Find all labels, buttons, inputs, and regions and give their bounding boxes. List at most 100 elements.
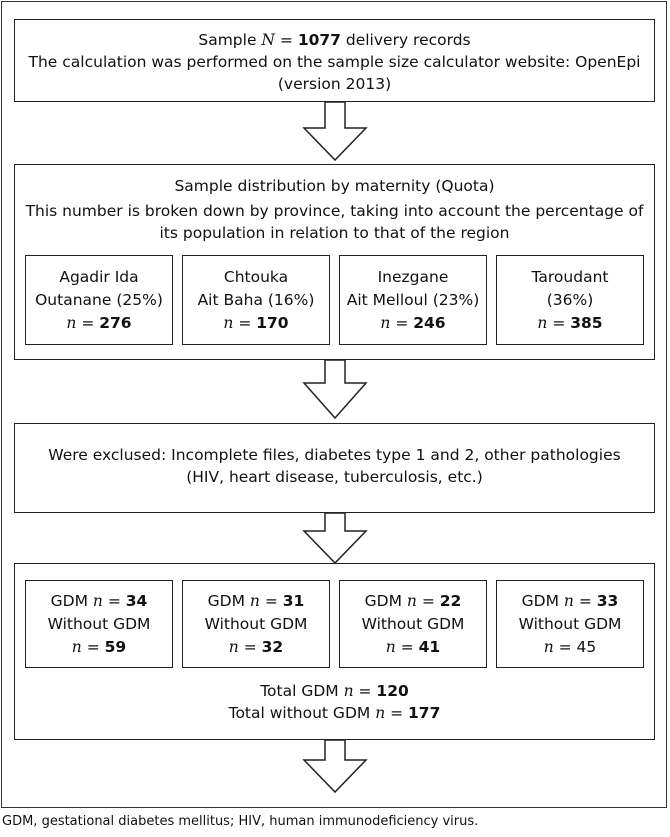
- sample-prefix: Sample: [198, 31, 262, 49]
- eq: =: [416, 591, 440, 610]
- eq: =: [233, 313, 257, 332]
- eq: =: [259, 591, 283, 610]
- n-value: 22: [439, 591, 462, 610]
- without-gdm-n: n = 45: [497, 636, 643, 659]
- label: GDM: [364, 591, 407, 610]
- without-gdm-n: n = 41: [340, 636, 486, 659]
- n-symbol: n: [228, 637, 239, 656]
- without-gdm-label: Without GDM: [47, 614, 151, 633]
- n-value: 34: [125, 591, 148, 610]
- eq: =: [547, 313, 571, 332]
- province-name-line: Chtouka: [223, 267, 289, 286]
- gdm-line: GDM n = 33: [497, 590, 643, 613]
- sample-eq: =: [274, 31, 298, 49]
- n-value: 45: [576, 637, 597, 656]
- province-n: n = 385: [497, 312, 643, 335]
- eq: =: [390, 313, 414, 332]
- n-symbol: n: [385, 637, 396, 656]
- eq: =: [353, 682, 377, 700]
- n-value: 276: [99, 313, 132, 332]
- n-symbol: n: [249, 591, 260, 610]
- n-value: 31: [282, 591, 305, 610]
- province-name-line: Ait Baha (16%): [197, 290, 315, 309]
- province-name-line: Taroudant: [531, 267, 609, 286]
- without-gdm-label: Without GDM: [361, 614, 465, 633]
- eq: =: [81, 637, 105, 656]
- sample-value: 1077: [297, 31, 341, 49]
- total-without-line: Total without GDM n = 177: [14, 702, 655, 724]
- down-arrow-1: [302, 101, 368, 162]
- n-symbol: n: [537, 313, 548, 332]
- total-without-label: Total without GDM: [228, 704, 376, 722]
- n-value: 41: [418, 637, 441, 656]
- n-value: 33: [596, 591, 619, 610]
- province-name-line: Inezgane: [377, 267, 449, 286]
- calculation-line: The calculation was performed on the sam…: [28, 53, 641, 71]
- n-symbol: n: [71, 637, 82, 656]
- total-gdm-line: Total GDM n = 120: [14, 680, 655, 702]
- province-name-line: Agadir Ida: [59, 267, 139, 286]
- eq: =: [553, 637, 577, 656]
- without-gdm-label: Without GDM: [518, 614, 622, 633]
- figure-frame: [1, 1, 667, 808]
- down-arrow-3: [302, 512, 368, 565]
- n-symbol: n: [375, 704, 386, 722]
- total-gdm-label: Total GDM: [260, 682, 344, 700]
- total-gdm-value: 120: [376, 682, 409, 700]
- eq: =: [395, 637, 419, 656]
- gdm-line: GDM n = 34: [26, 590, 172, 613]
- n-symbol: n: [406, 591, 417, 610]
- distribution-line2: This number is broken down by province, …: [25, 202, 644, 220]
- n-symbol: n: [92, 591, 103, 610]
- n-symbol: n: [543, 637, 554, 656]
- province-n: n = 170: [183, 312, 329, 335]
- province-n: n = 246: [340, 312, 486, 335]
- province-name-line: (36%): [546, 290, 594, 309]
- province-name-line: Ait Melloul (23%): [346, 290, 480, 309]
- exclusion-line2: (HIV, heart disease, tuberculosis, etc.): [186, 468, 483, 486]
- label: GDM: [521, 591, 564, 610]
- province-n: n = 276: [26, 312, 172, 335]
- sample-size-box: Sample N = 1077 delivery records The cal…: [14, 19, 655, 102]
- label: GDM: [50, 591, 93, 610]
- without-gdm-label: Without GDM: [204, 614, 308, 633]
- gdm-line: GDM n = 22: [340, 590, 486, 613]
- without-gdm-n: n = 32: [183, 636, 329, 659]
- exclusion-line1: Were exclused: Incomplete files, diabete…: [48, 446, 621, 464]
- n-symbol: n: [563, 591, 574, 610]
- province-box: Taroudant (36%) n = 385: [496, 255, 644, 345]
- label: GDM: [207, 591, 250, 610]
- n-symbol: n: [66, 313, 77, 332]
- version-line: (version 2013): [277, 75, 392, 93]
- eq: =: [385, 704, 409, 722]
- n-value: 59: [104, 637, 127, 656]
- eq: =: [76, 313, 100, 332]
- n-value: 170: [256, 313, 289, 332]
- n-symbol: n: [343, 682, 354, 700]
- n-value: 246: [413, 313, 446, 332]
- eq: =: [238, 637, 262, 656]
- down-arrow-4: [302, 739, 368, 794]
- without-gdm-n: n = 59: [26, 636, 172, 659]
- gdm-line: GDM n = 31: [183, 590, 329, 613]
- exclusion-box: Were exclused: Incomplete files, diabete…: [14, 423, 655, 513]
- down-arrow-2: [302, 359, 368, 420]
- sample-suffix: delivery records: [340, 31, 471, 49]
- eq: =: [573, 591, 597, 610]
- province-name-line: Outanane (25%): [35, 290, 163, 309]
- distribution-title: Sample distribution by maternity (Quota): [174, 177, 495, 195]
- totals: Total GDM n = 120 Total without GDM n = …: [14, 680, 655, 724]
- sample-size-line: Sample N = 1077 delivery records: [15, 29, 654, 51]
- n-value: 385: [570, 313, 603, 332]
- footnote: GDM, gestational diabetes mellitus; HIV,…: [2, 814, 479, 829]
- n-symbol: n: [380, 313, 391, 332]
- distribution-line3: its population in relation to that of th…: [159, 224, 510, 242]
